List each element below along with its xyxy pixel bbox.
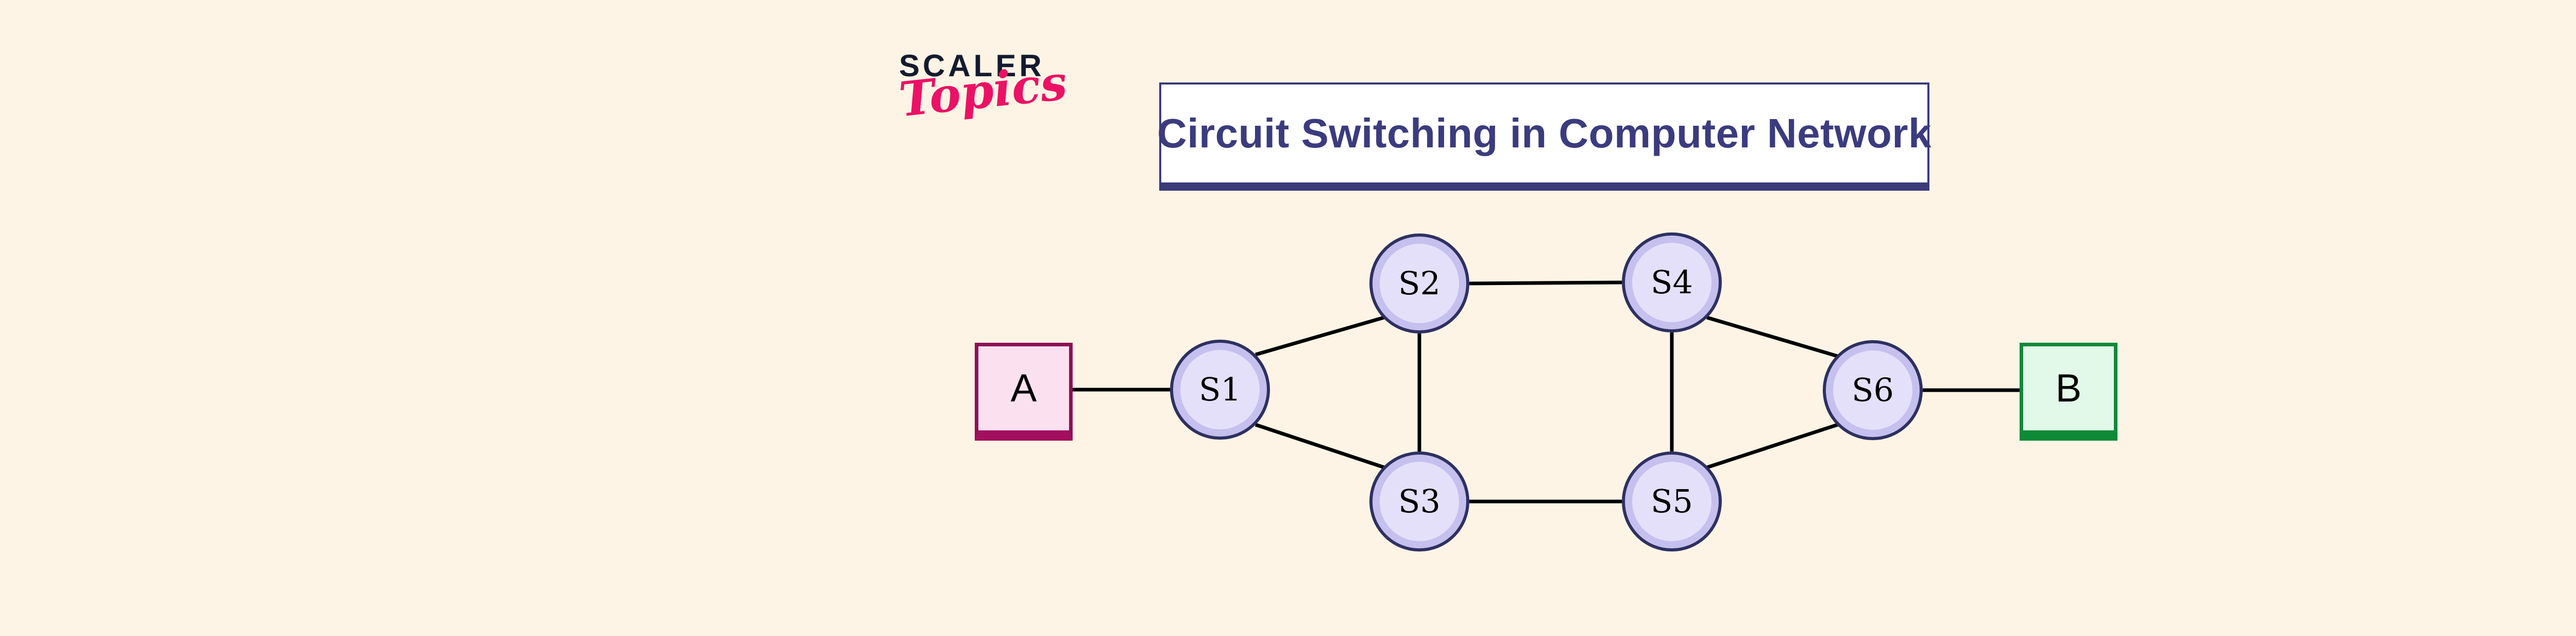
switch-node-s1[interactable]: S1 [1170,340,1270,440]
switch-s6-inner: S6 [1833,350,1912,430]
link-s1-s3 [1255,423,1387,470]
switch-s5-label: S5 [1651,482,1693,520]
switch-s4-label: S4 [1651,263,1693,301]
switch-node-s6[interactable]: S6 [1823,340,1923,440]
link-s2-s4 [1469,280,1622,286]
switch-s2-inner: S2 [1380,244,1459,323]
endpoint-b-label: B [2055,366,2082,410]
endpoint-node-b[interactable]: B [2020,343,2117,441]
scaler-topics-logo: SCALER Topics [896,31,1070,149]
page-title: Circuit Switching in Computer Network [1157,110,1932,156]
title-banner: Circuit Switching in Computer Network [1157,82,1932,191]
switch-s5-inner: S5 [1632,462,1711,541]
switch-s3-inner: S3 [1380,462,1459,541]
endpoint-a-label: A [1010,366,1037,410]
switch-s3-label: S3 [1398,482,1440,520]
switch-node-s4[interactable]: S4 [1622,232,1722,332]
switch-s1-label: S1 [1199,371,1241,408]
link-s1-s2 [1255,315,1386,357]
link-s5-s6 [1706,422,1840,470]
switch-s2-label: S2 [1398,264,1440,302]
links-group [1073,280,2020,504]
switch-s4-inner: S4 [1632,243,1711,322]
logo-brand-text: SCALER [899,48,1045,83]
switch-node-s5[interactable]: S5 [1622,451,1722,551]
switch-s1-inner: S1 [1180,350,1260,429]
endpoint-node-a[interactable]: A [975,343,1073,441]
switch-node-s3[interactable]: S3 [1369,451,1469,551]
switch-s6-label: S6 [1852,371,1894,409]
switch-node-s2[interactable]: S2 [1369,233,1469,333]
link-s4-s6 [1706,315,1840,359]
